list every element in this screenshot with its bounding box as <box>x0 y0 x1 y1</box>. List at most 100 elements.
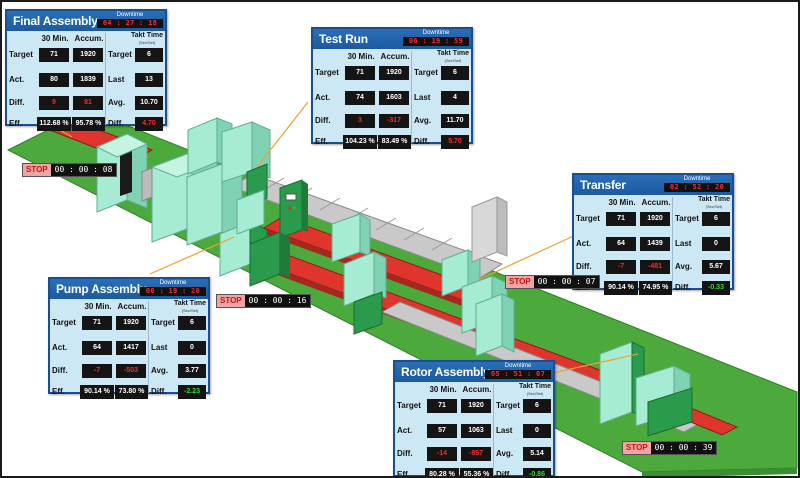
eff-30min: 80.28 % <box>425 468 459 476</box>
station-panel-test-run: Test Run Downtime 06 : 19 : 59 30 Min. A… <box>311 27 473 149</box>
takt-target: 6 <box>441 66 469 80</box>
diff-accum: -481 <box>640 260 670 274</box>
diff-30min: -14 <box>427 447 457 461</box>
target-30min: 71 <box>82 316 112 330</box>
eff-accum: 74.95 % <box>639 281 672 295</box>
pump-assembly-stations <box>219 189 387 335</box>
target-30min: 71 <box>427 399 457 413</box>
rotor-assembly-stations <box>599 341 693 437</box>
takt-last: 0 <box>523 424 551 438</box>
takt-diff: -0.33 <box>702 281 730 295</box>
target-accum: 1920 <box>116 316 146 330</box>
act-accum: 1439 <box>640 237 670 251</box>
eff-30min: 90.14 % <box>604 281 638 295</box>
downtime-value: 00 : 19 : 20 <box>140 287 206 296</box>
stop-timer-transfer: STOP 00 : 00 : 07 <box>505 275 601 289</box>
target-accum: 1920 <box>461 399 491 413</box>
station-panel-rotor-assembly: Rotor Assembly Downtime 05 : 51 : 07 30 … <box>393 360 555 476</box>
act-30min: 64 <box>82 341 112 355</box>
takt-last: 0 <box>178 341 206 355</box>
takt-target: 6 <box>135 48 163 62</box>
eff-30min: 112.68 % <box>37 117 71 131</box>
panel-header: Test Run Downtime 06 : 19 : 59 <box>313 29 471 49</box>
stop-time: 00 : 00 : 16 <box>244 295 311 307</box>
panel-title: Transfer <box>580 178 626 192</box>
act-accum: 1417 <box>116 341 146 355</box>
station-panel-final-assembly: Final Assembly Downtime 04 : 27 : 18 30 … <box>5 9 167 131</box>
panel-header: Rotor Assembly Downtime 05 : 51 : 07 <box>395 362 553 382</box>
takt-diff: 5.70 <box>441 135 469 149</box>
eff-30min: 104.23 % <box>343 135 377 149</box>
takt-avg: 5.14 <box>523 447 551 461</box>
station-panel-transfer: Transfer Downtime 02 : 52 : 20 30 Min. A… <box>572 173 734 295</box>
takt-time-header: Takt Time (Sec/Set) <box>436 50 470 63</box>
act-30min: 74 <box>345 91 375 105</box>
takt-time-header: Takt Time (Sec/Set) <box>518 383 552 396</box>
act-30min: 57 <box>427 424 457 438</box>
takt-target: 6 <box>523 399 551 413</box>
col-header-accum: Accum. <box>74 34 104 43</box>
diff-accum: -317 <box>379 114 409 128</box>
act-accum: 1603 <box>379 91 409 105</box>
stop-time: 00 : 00 : 39 <box>650 442 717 454</box>
transfer-stations <box>441 196 515 357</box>
diff-accum: -503 <box>116 364 146 378</box>
target-30min: 71 <box>345 66 375 80</box>
panel-header: Transfer Downtime 02 : 52 : 20 <box>574 175 732 195</box>
panel-title: Pump Assembly <box>56 282 147 296</box>
eff-accum: 55.36 % <box>460 468 493 476</box>
act-accum: 1063 <box>461 424 491 438</box>
eff-30min: 90.14 % <box>80 385 114 399</box>
takt-last: 13 <box>135 73 163 87</box>
downtime-value: 05 : 51 : 07 <box>485 370 551 379</box>
takt-last: 0 <box>702 237 730 251</box>
final-assembly-cabinets <box>95 117 271 246</box>
panel-title: Final Assembly <box>13 14 98 28</box>
takt-diff: -2.23 <box>178 385 206 399</box>
station-panel-pump-assembly: Pump Assembly Downtime 00 : 19 : 20 30 M… <box>48 277 210 399</box>
diff-accum: 81 <box>73 96 103 110</box>
stop-timer-pump: STOP 00 : 00 : 16 <box>216 294 312 308</box>
panel-title: Rotor Assembly <box>401 365 490 379</box>
target-30min: 71 <box>606 212 636 226</box>
takt-avg: 11.70 <box>441 114 469 128</box>
takt-time-header: Takt Time (Sec/Set) <box>173 300 207 313</box>
takt-target: 6 <box>702 212 730 226</box>
act-accum: 1839 <box>73 73 103 87</box>
downtime-display: Downtime 04 : 27 : 18 <box>97 12 163 28</box>
diff-30min: -7 <box>82 364 112 378</box>
panel-header: Final Assembly Downtime 04 : 27 : 18 <box>7 11 165 31</box>
target-accum: 1920 <box>640 212 670 226</box>
downtime-display: Downtime 00 : 19 : 20 <box>140 280 206 296</box>
takt-diff: 4.70 <box>135 117 163 131</box>
eff-accum: 95.78 % <box>72 117 105 131</box>
panel-header: Pump Assembly Downtime 00 : 19 : 20 <box>50 279 208 299</box>
takt-avg: 10.70 <box>135 96 163 110</box>
downtime-display: Downtime 06 : 19 : 59 <box>403 30 469 46</box>
target-30min: 71 <box>39 48 69 62</box>
diff-30min: -7 <box>606 260 636 274</box>
takt-last: 4 <box>441 91 469 105</box>
eff-accum: 83.49 % <box>378 135 411 149</box>
col-header-30min: 30 Min. <box>41 34 69 43</box>
downtime-value: 02 : 52 : 20 <box>664 183 730 192</box>
downtime-display: Downtime 05 : 51 : 07 <box>485 363 551 379</box>
eff-accum: 73.80 % <box>115 385 148 399</box>
takt-time-header: Takt Time (Sec/Set) <box>697 196 731 209</box>
panel-title: Test Run <box>319 32 368 46</box>
diff-30min: 9 <box>39 96 69 110</box>
takt-diff: -0.86 <box>523 468 551 476</box>
target-accum: 1920 <box>379 66 409 80</box>
takt-avg: 3.77 <box>178 364 206 378</box>
downtime-value: 04 : 27 : 18 <box>97 19 163 28</box>
diff-accum: -857 <box>461 447 491 461</box>
act-30min: 64 <box>606 237 636 251</box>
takt-avg: 5.67 <box>702 260 730 274</box>
downtime-value: 06 : 19 : 59 <box>403 37 469 46</box>
act-30min: 80 <box>39 73 69 87</box>
diff-30min: 3 <box>345 114 375 128</box>
stop-time: 00 : 00 : 07 <box>533 276 600 288</box>
stop-timer-rotor: STOP 00 : 00 : 39 <box>622 441 718 455</box>
stop-timer-final: STOP 00 : 00 : 08 <box>22 163 118 177</box>
